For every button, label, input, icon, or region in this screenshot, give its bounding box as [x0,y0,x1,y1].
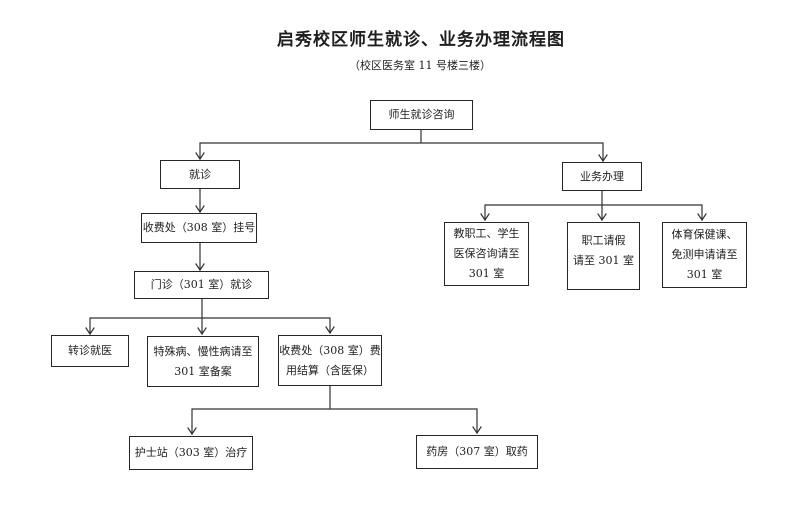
arrowheads [85,152,707,436]
node-referral: 转诊就医 [51,335,129,367]
node-medical-insurance: 教职工、学生 医保咨询请至 301 室 [444,222,529,286]
connector-lines [89,129,703,435]
node-outpatient: 门诊（301 室）就诊 [134,271,269,299]
node-nurse-station: 护士站（303 室）治疗 [129,436,253,470]
node-visit: 就诊 [160,160,240,189]
node-staff-leave: 职工请假 请至 301 室 [567,222,640,290]
node-consult: 师生就诊咨询 [370,100,473,130]
page-subtitle: （校区医务室 11 号楼三楼） [349,59,491,72]
page-title: 启秀校区师生就诊、业务办理流程图 [277,30,565,50]
node-pharmacy: 药房（307 室）取药 [416,435,538,469]
node-fee-settlement: 收费处（308 室）费 用结算（含医保） [278,335,382,386]
node-business: 业务办理 [562,162,642,191]
node-register: 收费处（308 室）挂号 [141,213,257,243]
node-pe-health-course: 体育保健课、 免测申请请至 301 室 [662,222,747,288]
node-special-disease: 特殊病、慢性病请至 301 室备案 [147,336,259,387]
